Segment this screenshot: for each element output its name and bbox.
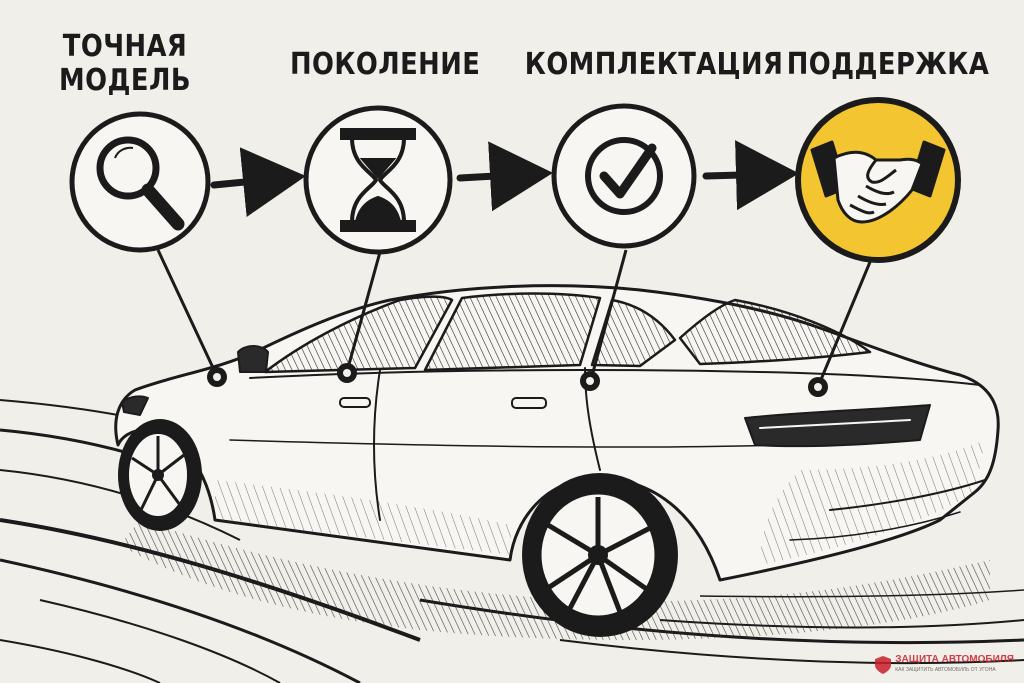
flow-arrows [210,140,799,217]
step-circle-2 [303,105,453,255]
step-circle-1 [69,111,211,253]
road-strokes [0,399,1024,683]
watermark-logo: ЗАЩИТА АВТОМОБИЛЯ КАК ЗАЩИТИТЬ АВТОМОБИЛ… [875,655,1014,675]
front-wheel [118,419,202,531]
car-illustration [114,284,1000,582]
watermark-title: ЗАЩИТА АВТОМОБИЛЯ [895,654,1014,665]
step-label-2: ПОКОЛЕНИЕ [290,47,481,82]
shield-icon [875,656,892,674]
ground-shadow [120,520,990,640]
headlight [121,395,149,416]
rear-windshield [678,298,872,366]
step-label-3: КОМПЛЕКТАЦИЯ [524,47,784,82]
car-side-shading [215,480,512,555]
handshake-icon [810,140,946,224]
step-label-1: ТОЧНАЯ МОДЕЛЬ [59,29,191,98]
rear-door-handle [511,397,547,409]
hourglass-icon [340,128,416,232]
arrow-3-to-4 [702,140,799,211]
side-mirror [237,345,269,373]
rear-door-window [423,292,602,372]
rear-wheel [522,473,678,637]
car-rear-shading [760,440,985,565]
connector-lines [156,249,872,383]
watermark-subtitle: КАК ЗАЩИТИТЬ АВТОМОБИЛЬ ОТ УГОНА [895,667,996,673]
step-circle-3 [551,103,697,249]
tail-light [744,404,931,448]
arrow-2-to-3 [456,141,553,212]
checkmark-icon [585,137,663,215]
quarter-window [590,298,677,368]
magnifier-icon [96,136,185,231]
step-label-4: ПОДДЕРЖКА [786,47,990,82]
anchor-points [207,363,828,397]
step-circle-4 [795,97,961,263]
arrow-1-to-2 [210,147,306,217]
front-door-handle [339,397,371,408]
